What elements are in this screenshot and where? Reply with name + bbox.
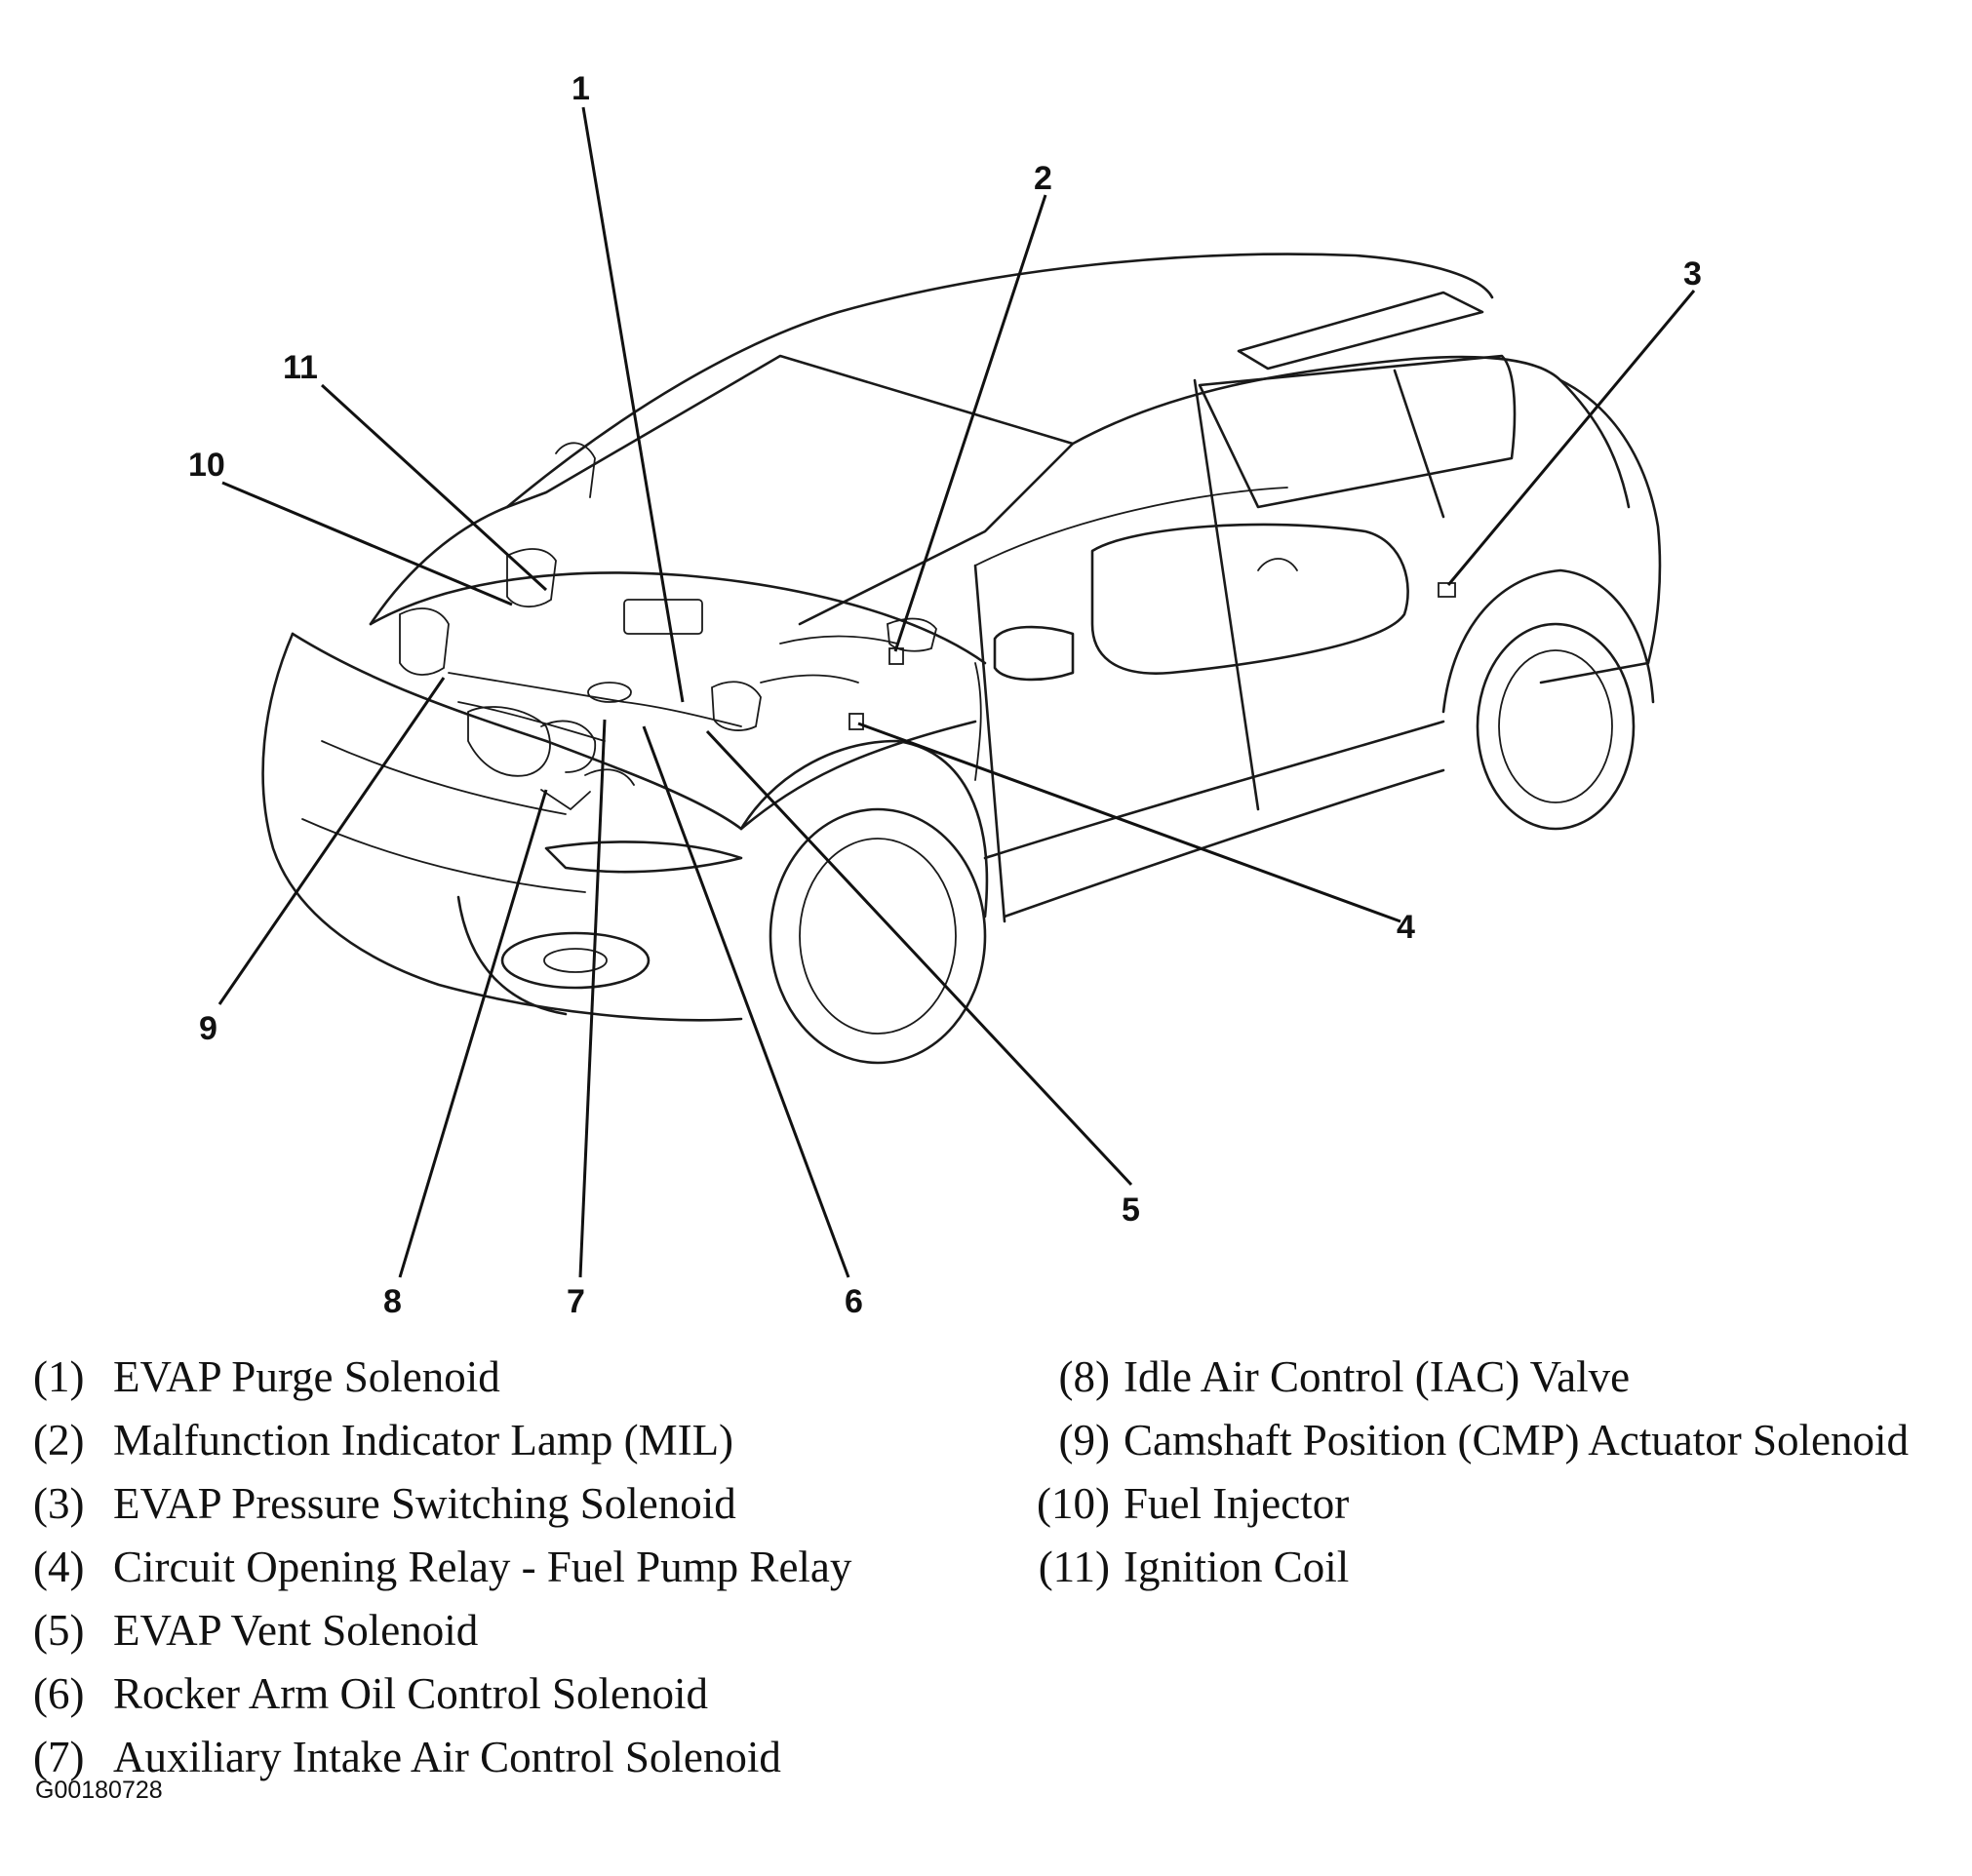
legend-label: Camshaft Position (CMP) Actuator Solenoi… xyxy=(1124,1416,1909,1465)
legend-item: (2) Malfunction Indicator Lamp (MIL) xyxy=(33,1409,1008,1472)
leader-line-1 xyxy=(581,106,685,703)
leader-line-11 xyxy=(320,383,548,592)
legend-label: EVAP Pressure Switching Solenoid xyxy=(113,1479,736,1528)
legend-item: (4) Circuit Opening Relay - Fuel Pump Re… xyxy=(33,1536,1008,1599)
legend-item: (5) EVAP Vent Solenoid xyxy=(33,1599,1008,1662)
callout-number-8: 8 xyxy=(383,1283,402,1320)
legend-number: (9) xyxy=(1058,1416,1110,1465)
legend-item: (1) EVAP Purge Solenoid xyxy=(33,1346,1008,1409)
callout-number-3: 3 xyxy=(1683,255,1702,293)
legend-item: (8) Idle Air Control (IAC) Valve xyxy=(1020,1346,1956,1409)
legend-label: Idle Air Control (IAC) Valve xyxy=(1124,1352,1631,1401)
legend-item: (3) EVAP Pressure Switching Solenoid xyxy=(33,1472,1008,1536)
callout-number-9: 9 xyxy=(199,1010,217,1047)
legend-label: Malfunction Indicator Lamp (MIL) xyxy=(113,1416,734,1465)
legend-item: (11) Ignition Coil xyxy=(1020,1536,1956,1599)
callout-number-10: 10 xyxy=(188,447,225,484)
legend-label: Circuit Opening Relay - Fuel Pump Relay xyxy=(113,1543,852,1591)
legend-label: Fuel Injector xyxy=(1124,1479,1350,1528)
legend-number: (4) xyxy=(33,1543,85,1591)
callout-number-6: 6 xyxy=(845,1283,863,1320)
callout-number-2: 2 xyxy=(1034,160,1052,197)
leader-line-9 xyxy=(217,677,446,1005)
leader-line-8 xyxy=(398,789,548,1278)
legend-right-column: (8) Idle Air Control (IAC) Valve (9) Cam… xyxy=(1020,1346,1956,1599)
leader-line-2 xyxy=(893,194,1047,652)
leader-line-6 xyxy=(642,725,850,1278)
legend-item: (10) Fuel Injector xyxy=(1020,1472,1956,1536)
legend-item: (6) Rocker Arm Oil Control Solenoid xyxy=(33,1662,1008,1726)
legend-number: (7) xyxy=(33,1733,85,1781)
callout-number-1: 1 xyxy=(572,70,590,107)
leader-line-4 xyxy=(857,722,1401,923)
legend-label: EVAP Purge Solenoid xyxy=(113,1352,500,1401)
legend-number: (11) xyxy=(1038,1543,1110,1591)
legend-number: (8) xyxy=(1058,1352,1110,1401)
leader-line-7 xyxy=(578,719,607,1278)
leader-line-3 xyxy=(1446,290,1696,586)
legend-number: (10) xyxy=(1037,1479,1110,1528)
legend-number: (3) xyxy=(33,1479,85,1528)
legend-number: (2) xyxy=(33,1416,85,1465)
callout-number-11: 11 xyxy=(283,349,318,386)
legend-label: Rocker Arm Oil Control Solenoid xyxy=(113,1669,708,1718)
legend-number: (5) xyxy=(33,1606,85,1655)
figure-code: G00180728 xyxy=(35,1777,163,1804)
legend-number: (6) xyxy=(33,1669,85,1718)
legend-item: (7) Auxiliary Intake Air Control Solenoi… xyxy=(33,1726,1008,1789)
leader-line-10 xyxy=(221,481,513,606)
legend-number: (1) xyxy=(33,1352,85,1401)
legend-item: (9) Camshaft Position (CMP) Actuator Sol… xyxy=(1020,1409,1956,1472)
callout-numbers: 1 2 3 4 5 6 7 8 9 10 11 xyxy=(188,70,1702,1320)
callout-number-7: 7 xyxy=(567,1283,585,1320)
callout-number-5: 5 xyxy=(1122,1192,1140,1229)
callout-number-4: 4 xyxy=(1397,909,1415,946)
legend-label: EVAP Vent Solenoid xyxy=(113,1606,479,1655)
legend-label: Ignition Coil xyxy=(1124,1543,1350,1591)
vehicle-outline xyxy=(261,253,1662,1065)
leader-line-5 xyxy=(705,729,1133,1187)
legend-left-column: (1) EVAP Purge Solenoid (2) Malfunction … xyxy=(33,1346,1008,1789)
legend-label: Auxiliary Intake Air Control Solenoid xyxy=(113,1733,781,1781)
leader-lines xyxy=(217,106,1696,1278)
